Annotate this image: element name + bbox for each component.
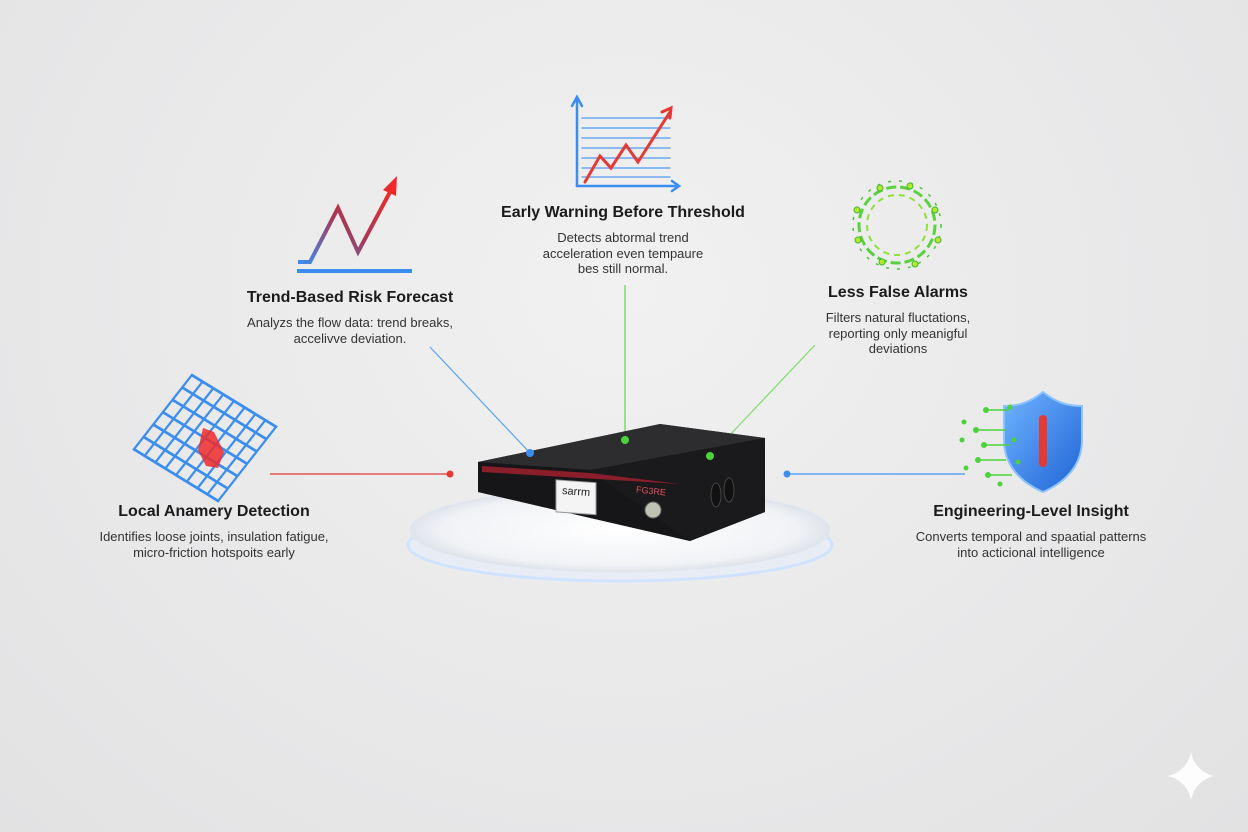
sparkle-icon: [1168, 752, 1214, 800]
feature-desc-line: into acticional intelligence: [957, 544, 1105, 560]
feature-desc-line: deviations: [868, 341, 928, 356]
feature-engineering-insight: Engineering-Level Insight Converts tempo…: [916, 503, 1147, 560]
feature-desc-line: Identifies loose joints, insulation fati…: [99, 529, 329, 544]
feature-desc-line: Converts temporal and spaatial patterns: [915, 529, 1147, 544]
monitoring-device: [446, 424, 791, 541]
feature-desc-line: Filters natural fluctations,: [825, 310, 971, 325]
heatmap-grid-icon: [132, 373, 278, 503]
feature-desc-line: micro-friction hotspoits early: [133, 544, 295, 560]
feature-title: Early Warning Before Threshold: [501, 204, 745, 221]
feature-title: Less False Alarms: [828, 284, 968, 301]
feature-trend-forecast: Trend-Based Risk Forecast Analyzs the fl…: [247, 289, 453, 346]
feature-desc-line: bes still normal.: [577, 261, 669, 276]
shield-icon: [959, 390, 1083, 494]
feature-title: Local Anamery Detection: [118, 503, 310, 520]
feature-desc-line: Detects abtormal trend: [557, 230, 689, 245]
feature-desc-line: acceleration even tempaure: [542, 245, 704, 261]
circuit-ring-icon: [852, 180, 942, 270]
feature-desc-line: Analyzs the flow data: trend breaks,: [247, 315, 453, 330]
feature-desc-line: reporting only meanigful: [828, 325, 968, 341]
feature-title: Engineering-Level Insight: [933, 503, 1129, 520]
line-chart-icon: [570, 94, 682, 193]
trend-arrow-icon: [297, 176, 412, 273]
feature-less-false-alarms: Less False Alarms Filters natural flucta…: [826, 284, 971, 357]
feature-desc-line: accelivve deviation.: [293, 330, 407, 346]
device-brand-label: sarrm: [561, 485, 591, 499]
feature-local-anomaly: Local Anamery Detection Identifies loose…: [99, 503, 328, 560]
feature-early-warning: Early Warning Before Threshold Detects a…: [501, 204, 745, 277]
feature-title: Trend-Based Risk Forecast: [246, 289, 454, 306]
